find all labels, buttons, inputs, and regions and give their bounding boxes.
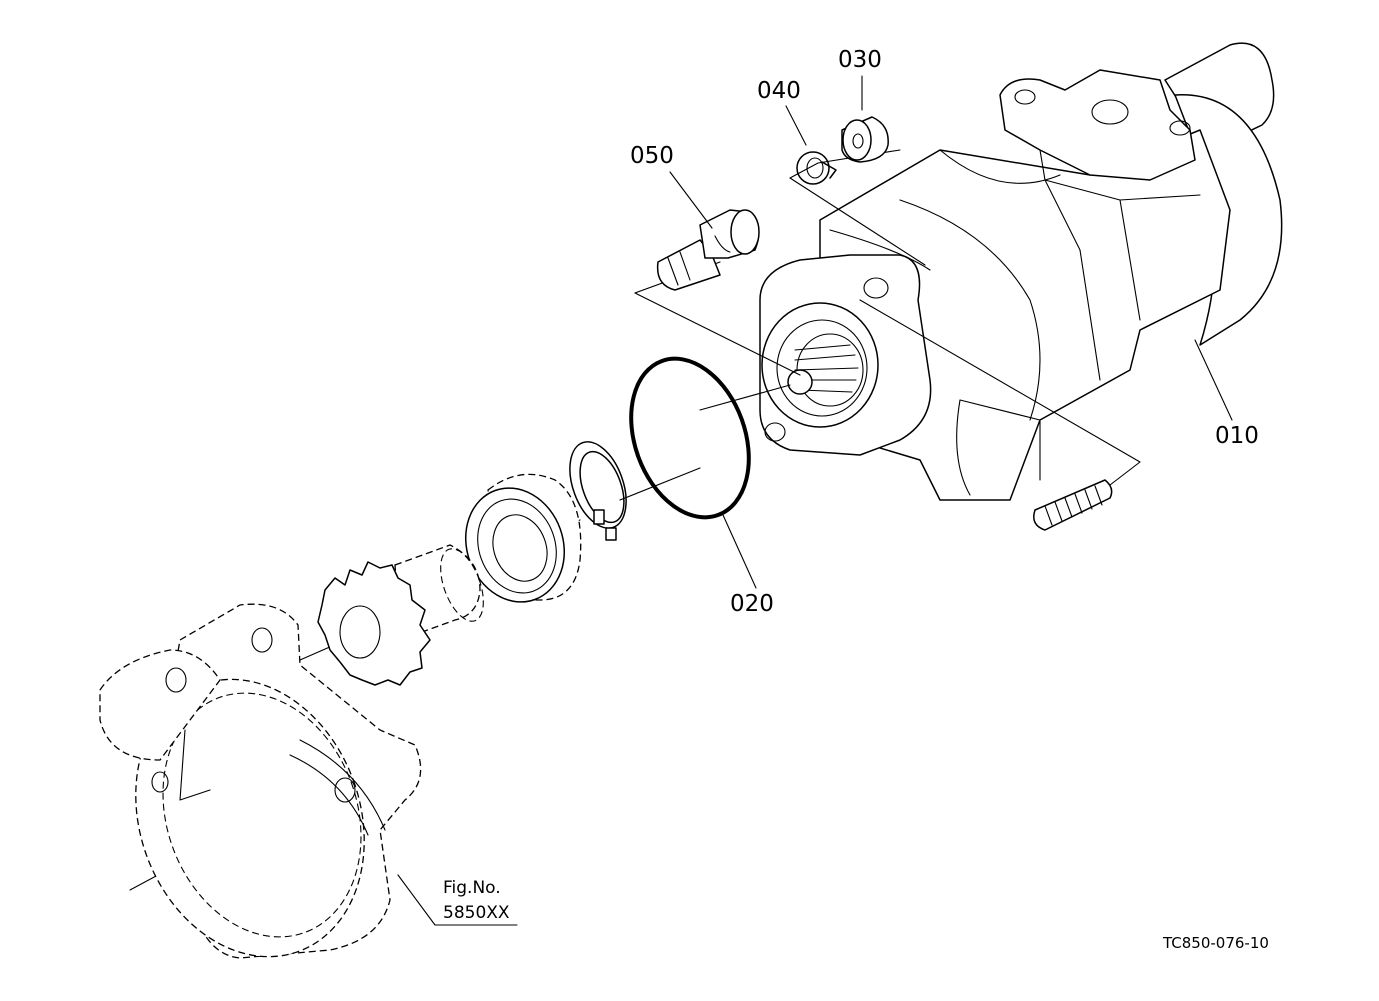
drive-gear (317, 544, 484, 686)
callout-010: 010 (1215, 423, 1259, 449)
drawing-code: TC850-076-10 (1162, 934, 1269, 952)
hydraulic-pump-body (759, 42, 1283, 501)
callout-leaders (397, 75, 1233, 926)
ball-bearing (464, 473, 582, 603)
snap-ring (569, 441, 627, 541)
callout-040: 040 (757, 78, 801, 104)
callout-020: 020 (730, 591, 774, 617)
o-ring (629, 356, 751, 520)
fig-number-value: 5850XX (443, 903, 510, 923)
cover-housing (99, 603, 422, 959)
spring-pin (1033, 479, 1113, 531)
fig-number-label: Fig.No. (443, 878, 501, 898)
callout-030: 030 (838, 47, 882, 73)
sealing-washer (841, 116, 889, 163)
banjo-fitting (656, 209, 760, 291)
callout-050: 050 (630, 143, 674, 169)
lock-washer (796, 151, 837, 185)
